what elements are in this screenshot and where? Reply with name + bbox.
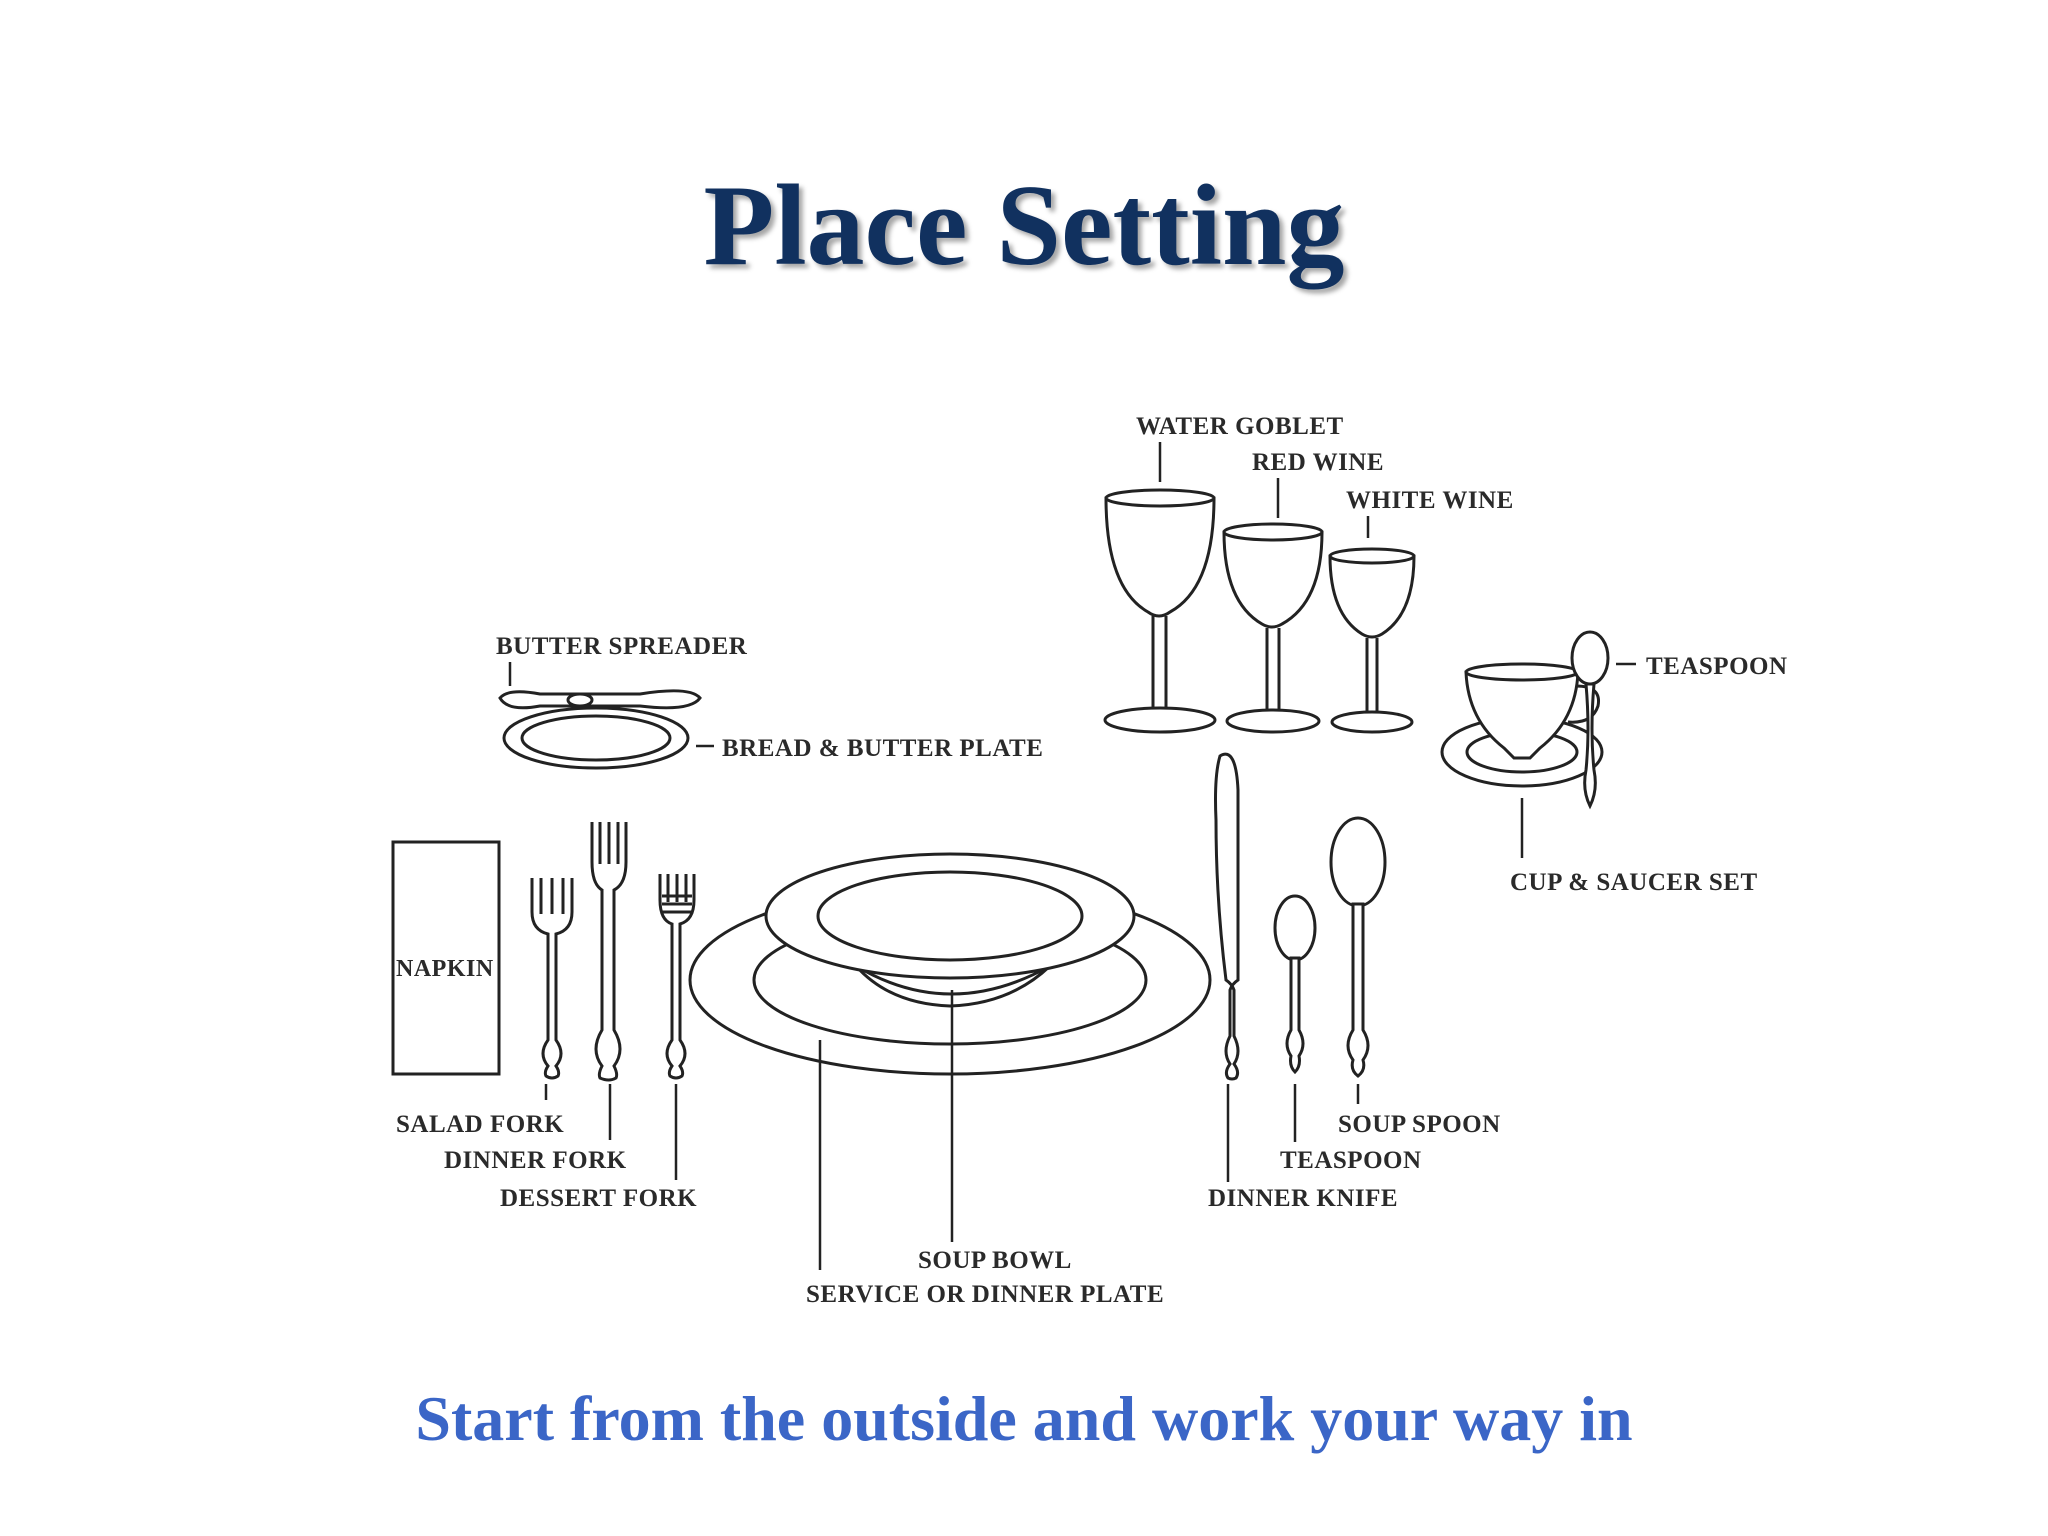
red-wine-glass-icon bbox=[1222, 522, 1324, 734]
label-napkin: NAPKIN bbox=[396, 956, 494, 982]
label-salad-fork: SALAD FORK bbox=[396, 1111, 564, 1138]
label-teaspoon: TEASPOON bbox=[1280, 1147, 1422, 1174]
label-white-wine: WHITE WINE bbox=[1346, 487, 1514, 514]
bread-butter-plate-icon bbox=[502, 706, 690, 770]
label-teaspoon-cup: TEASPOON bbox=[1646, 653, 1788, 680]
soup-spoon-icon bbox=[1329, 816, 1387, 1078]
label-water-goblet: WATER GOBLET bbox=[1136, 413, 1344, 440]
subtitle: Start from the outside and work your way… bbox=[415, 1383, 1633, 1454]
page-title: Place Setting bbox=[703, 162, 1345, 290]
dessert-fork-icon bbox=[658, 874, 696, 1080]
cup-teaspoon-icon bbox=[1570, 630, 1610, 810]
label-dessert-fork: DESSERT FORK bbox=[500, 1185, 697, 1212]
butter-spreader-icon bbox=[498, 689, 702, 710]
label-soup-bowl: SOUP BOWL bbox=[918, 1247, 1072, 1274]
label-dinner-fork: DINNER FORK bbox=[444, 1147, 627, 1174]
dinner-knife-icon bbox=[1214, 752, 1240, 1081]
water-goblet-icon bbox=[1103, 488, 1217, 734]
label-dinner-knife: DINNER KNIFE bbox=[1208, 1185, 1398, 1212]
label-bread-butter-plate: BREAD & BUTTER PLATE bbox=[722, 735, 1043, 762]
label-cup-saucer: CUP & SAUCER SET bbox=[1510, 869, 1758, 896]
teaspoon-icon bbox=[1273, 894, 1317, 1075]
leader-lines bbox=[508, 442, 1636, 1270]
white-wine-glass-icon bbox=[1328, 547, 1416, 734]
label-red-wine: RED WINE bbox=[1252, 449, 1384, 476]
salad-fork-icon bbox=[530, 878, 574, 1080]
label-service-plate: SERVICE OR DINNER PLATE bbox=[806, 1281, 1164, 1308]
soup-bowl-icon bbox=[764, 852, 1136, 1008]
label-butter-spreader: BUTTER SPREADER bbox=[496, 633, 748, 660]
label-soup-spoon: SOUP SPOON bbox=[1338, 1111, 1501, 1138]
napkin-icon bbox=[391, 840, 501, 1076]
cup-and-saucer-icon bbox=[1440, 662, 1604, 788]
dinner-fork-icon bbox=[590, 822, 628, 1082]
